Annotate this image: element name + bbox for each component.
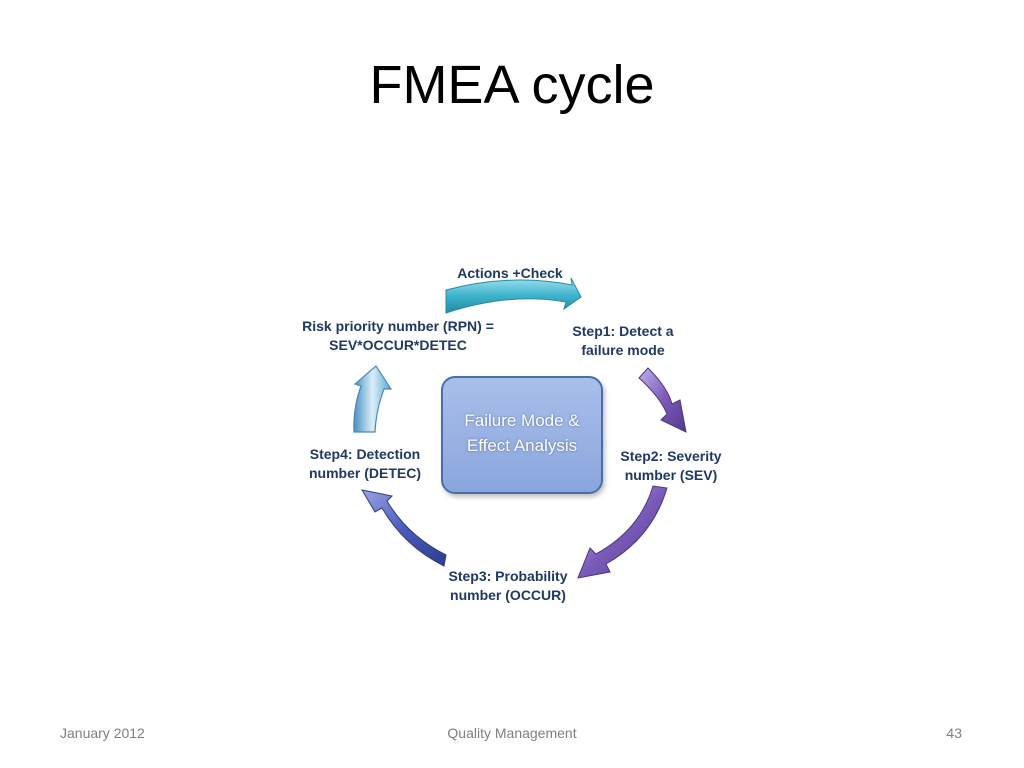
label-step1-detect: Step1: Detect a failure mode	[572, 323, 674, 358]
label-rpn: Risk priority number (RPN) = SEV*OCCUR*D…	[302, 318, 494, 353]
label-step4-detection: Step4: Detection number (DETEC)	[309, 446, 421, 481]
center-label-line2: Effect Analysis	[466, 436, 578, 455]
arrow-step4-to-rpn	[353, 365, 393, 433]
center-label-line1: Failure Mode &	[464, 411, 580, 430]
footer-center: Quality Management	[447, 725, 577, 741]
arrow-step3-to-step4	[360, 489, 447, 567]
footer-date: January 2012	[60, 725, 145, 741]
center-failure-mode-box: Failure Mode & Effect Analysis	[441, 376, 603, 494]
footer-page-number: 43	[946, 725, 962, 741]
arrow-step1-to-step2	[638, 367, 687, 433]
arrow-actions-to-step1	[445, 277, 582, 314]
arrow-step2-to-step3	[577, 485, 668, 579]
label-actions-check: Actions +Check	[457, 265, 563, 281]
label-step2-severity: Step2: Severity number (SEV)	[620, 448, 722, 483]
slide-title: FMEA cycle	[369, 55, 655, 115]
label-step3-probability: Step3: Probability number (OCCUR)	[448, 568, 568, 603]
